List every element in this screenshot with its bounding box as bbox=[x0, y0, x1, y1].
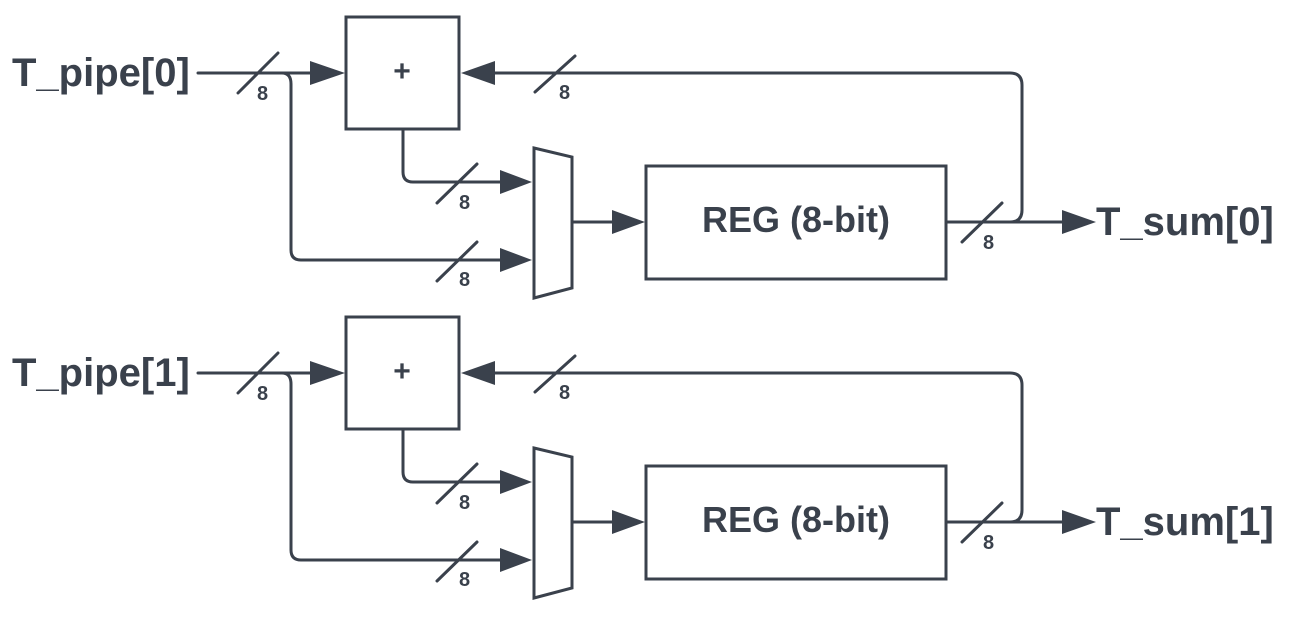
input-arrowhead bbox=[310, 61, 345, 85]
bus-width-slash bbox=[236, 351, 280, 395]
bus-width-label: 8 bbox=[459, 269, 470, 291]
reg-input-arrowhead bbox=[612, 510, 645, 534]
bus-width-label: 8 bbox=[257, 383, 268, 405]
mux-input-b-arrowhead bbox=[500, 248, 532, 272]
bus-width-label: 8 bbox=[459, 569, 470, 591]
register-label: REG (8-bit) bbox=[702, 199, 890, 240]
bus-width-slash bbox=[435, 240, 479, 283]
adder-output-wire bbox=[401, 127, 507, 184]
input-arrowhead bbox=[310, 361, 345, 385]
bus-width-slash bbox=[533, 54, 577, 94]
adder-output-wire bbox=[401, 427, 507, 484]
register-label: REG (8-bit) bbox=[702, 499, 890, 540]
feedback-arrowhead bbox=[461, 361, 495, 385]
output-arrowhead bbox=[1062, 510, 1096, 534]
stage-0: T_pipe[0] + REG (8-bit) T_sum[0] 8 8 bbox=[12, 15, 1274, 300]
bus-width-slash bbox=[236, 51, 280, 95]
bus-width-slash bbox=[435, 462, 479, 505]
mux-input-a-arrowhead bbox=[500, 170, 532, 194]
bus-width-label: 8 bbox=[559, 382, 570, 404]
mux-input-a-arrowhead bbox=[500, 470, 532, 494]
input-label: T_pipe[0] bbox=[12, 51, 190, 95]
feedback-wire bbox=[488, 71, 1024, 224]
input-label: T_pipe[1] bbox=[12, 351, 190, 395]
bus-width-label: 8 bbox=[459, 492, 470, 514]
reg-input-arrowhead bbox=[612, 210, 645, 234]
output-label: T_sum[1] bbox=[1096, 500, 1274, 544]
mux-trapezoid bbox=[532, 146, 574, 300]
input-branch-wire bbox=[280, 71, 507, 262]
bus-width-label: 8 bbox=[459, 192, 470, 214]
adder-label: + bbox=[393, 55, 411, 88]
bus-width-slash bbox=[960, 501, 1004, 544]
mux-trapezoid bbox=[532, 446, 574, 600]
output-arrowhead bbox=[1062, 210, 1096, 234]
output-label: T_sum[0] bbox=[1096, 200, 1274, 244]
feedback-wire bbox=[488, 371, 1024, 524]
register-box bbox=[644, 464, 948, 581]
bus-width-label: 8 bbox=[559, 82, 570, 104]
input-branch-wire bbox=[280, 371, 507, 562]
bus-width-label: 8 bbox=[257, 83, 268, 105]
mux-input-b-arrowhead bbox=[500, 548, 532, 572]
bus-width-label: 8 bbox=[983, 532, 994, 554]
adder-box bbox=[344, 15, 461, 131]
stage-1: T_pipe[1] + REG (8-bit) T_sum[1] 8 8 8 8… bbox=[12, 315, 1274, 600]
bus-width-slash bbox=[435, 540, 479, 583]
adder-label: + bbox=[393, 355, 411, 388]
bus-width-slash bbox=[435, 162, 479, 205]
bus-width-slash bbox=[533, 354, 577, 394]
bus-width-slash bbox=[960, 201, 1004, 244]
register-box bbox=[644, 164, 948, 281]
feedback-arrowhead bbox=[461, 61, 495, 85]
bus-width-label: 8 bbox=[983, 232, 994, 254]
